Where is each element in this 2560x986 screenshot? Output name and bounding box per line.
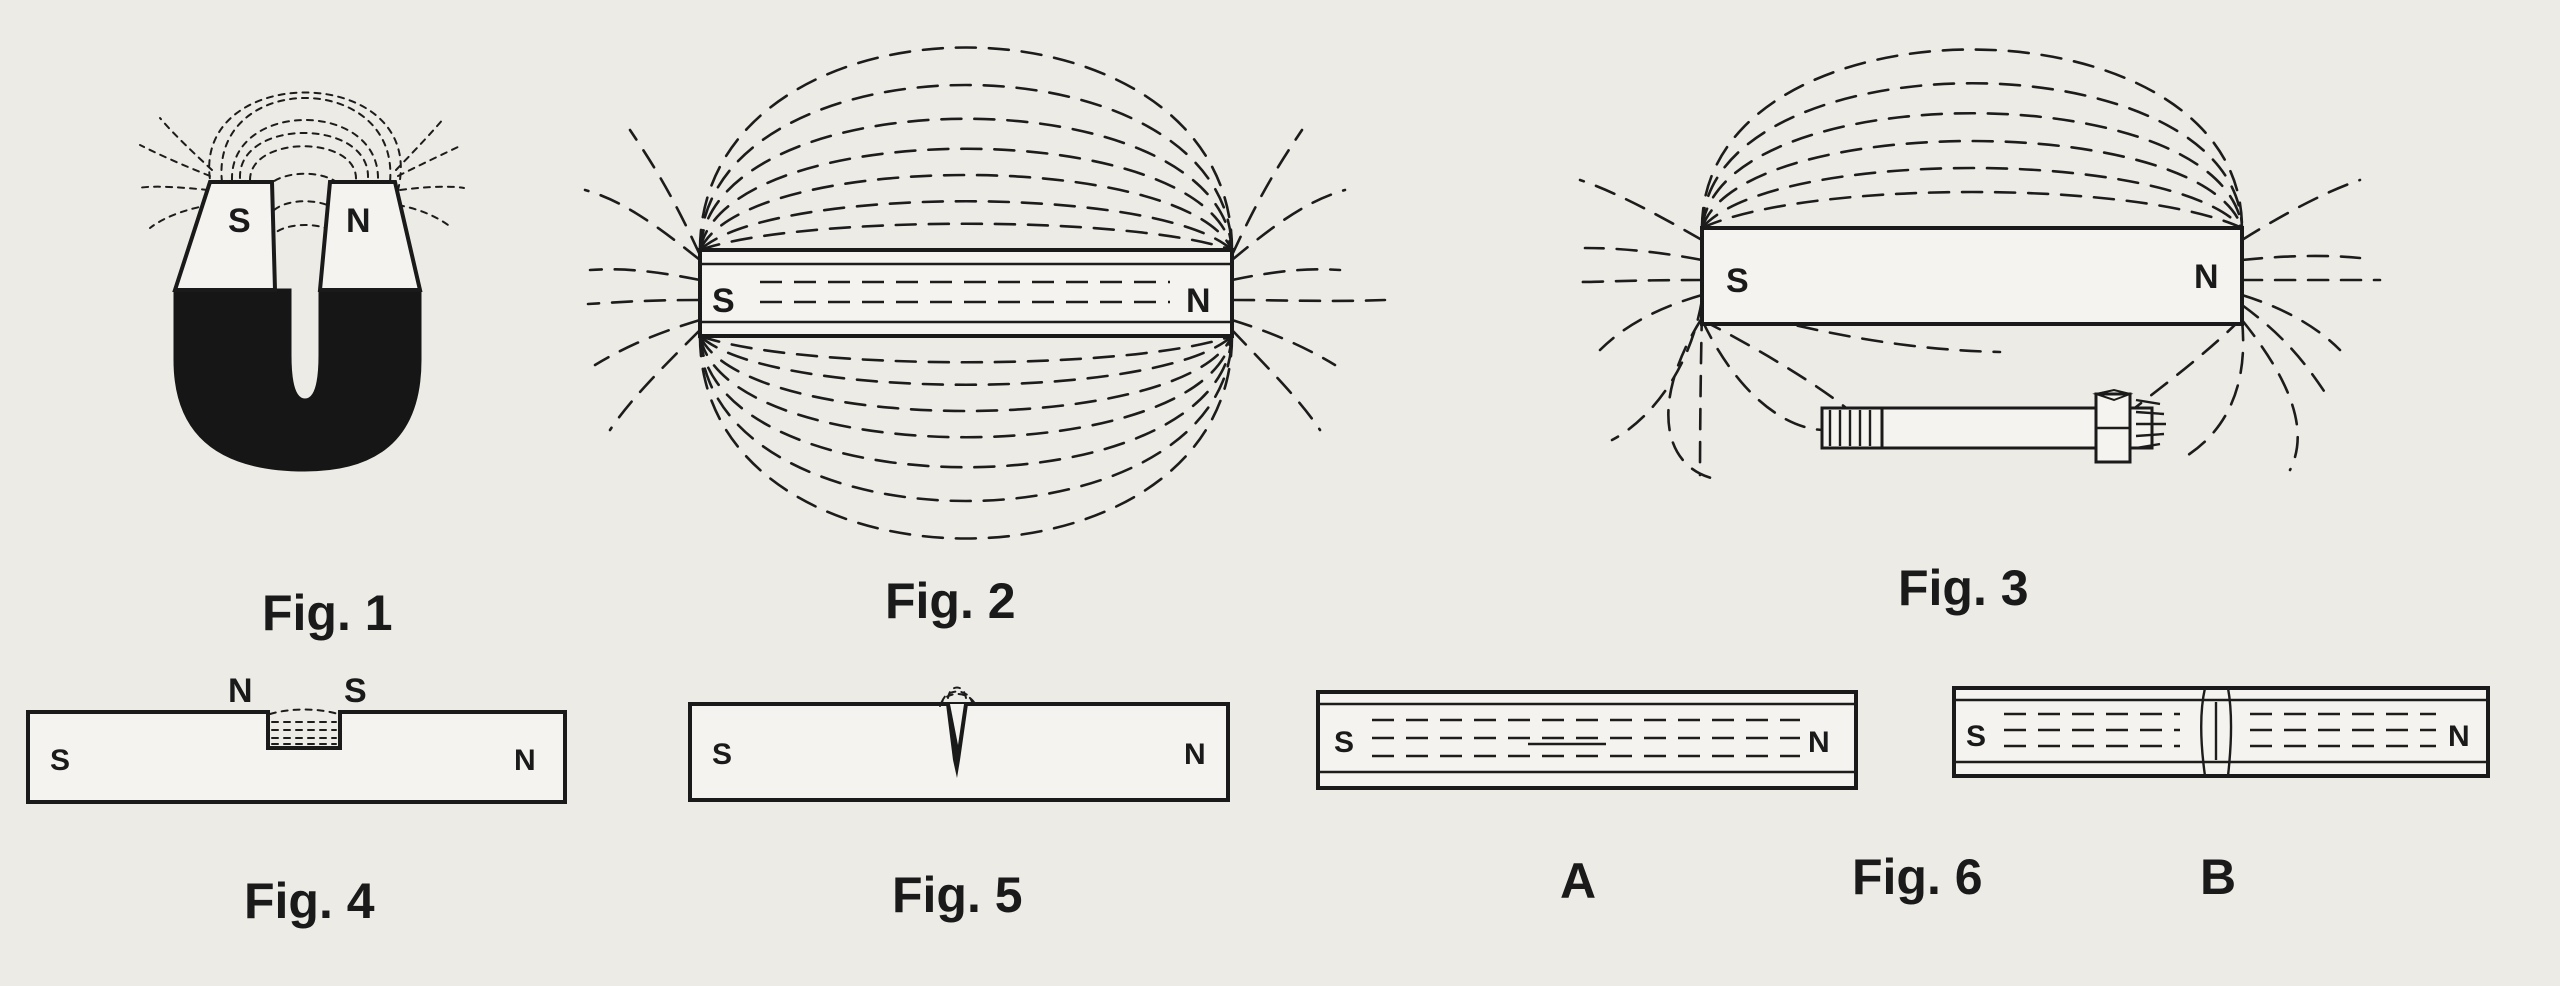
fig1-pole-n: N xyxy=(346,202,371,240)
fig2-pole-s: S xyxy=(712,282,735,320)
fig3-bolt-hatch xyxy=(2135,398,2166,450)
fig1-pole-s: S xyxy=(228,202,251,240)
fig6a-label: A xyxy=(1560,853,1596,909)
fig1-horseshoe-magnet: S N Fig. 1 xyxy=(137,91,465,641)
fig6a-magnet: S N A xyxy=(1316,690,1858,909)
fig4-gap-pole-n: N xyxy=(228,672,253,710)
fig6a-pole-s: S xyxy=(1334,726,1354,759)
fig3-field-lines xyxy=(1578,48,2382,482)
fig2-pole-n: N xyxy=(1186,282,1211,320)
fig6b-domain-lines xyxy=(2004,687,2436,777)
fig5-pole-n: N xyxy=(1184,738,1206,771)
fig2-field-lines xyxy=(583,46,1387,540)
fig6b-magnet: S N B xyxy=(1952,686,2490,905)
fig4-gap-field xyxy=(269,708,339,745)
fig3-caption: Fig. 3 xyxy=(1898,560,2029,616)
fig1-caption: Fig. 1 xyxy=(262,585,393,641)
fig3-pole-n: N xyxy=(2194,258,2219,296)
fig4-caption: Fig. 4 xyxy=(244,873,375,929)
fig6a-domain-lines xyxy=(1372,718,1800,758)
fig4-pole-s: S xyxy=(50,744,70,777)
fig5-pole-s: S xyxy=(712,738,732,771)
fig6b-pole-n: N xyxy=(2448,720,2470,753)
fig3-pole-s: S xyxy=(1726,262,1749,300)
fig3-bolt xyxy=(1820,388,2166,464)
fig4-pole-n: N xyxy=(514,744,536,777)
fig2-caption: Fig. 2 xyxy=(885,573,1016,629)
fig4-gap-pole-s: S xyxy=(344,672,367,710)
fig6a-pole-n: N xyxy=(1808,726,1830,759)
fig3-magnet-with-bolt: S N Fig. 3 xyxy=(1578,48,2382,616)
fig6-caption: Fig. 6 xyxy=(1852,849,1983,905)
fig6b-label: B xyxy=(2200,849,2236,905)
fig1-field-lines xyxy=(137,91,465,241)
fig4-notched-magnet: N S S N Fig. 4 xyxy=(26,672,567,929)
fig5-caption: Fig. 5 xyxy=(892,867,1023,923)
fig2-bar-magnet-field: S N Fig. 2 xyxy=(583,46,1387,629)
fig6b-pole-s: S xyxy=(1966,720,1986,753)
fig5-crack-filings xyxy=(939,686,977,707)
fig5-cracked-magnet: S N Fig. 5 xyxy=(688,686,1230,923)
